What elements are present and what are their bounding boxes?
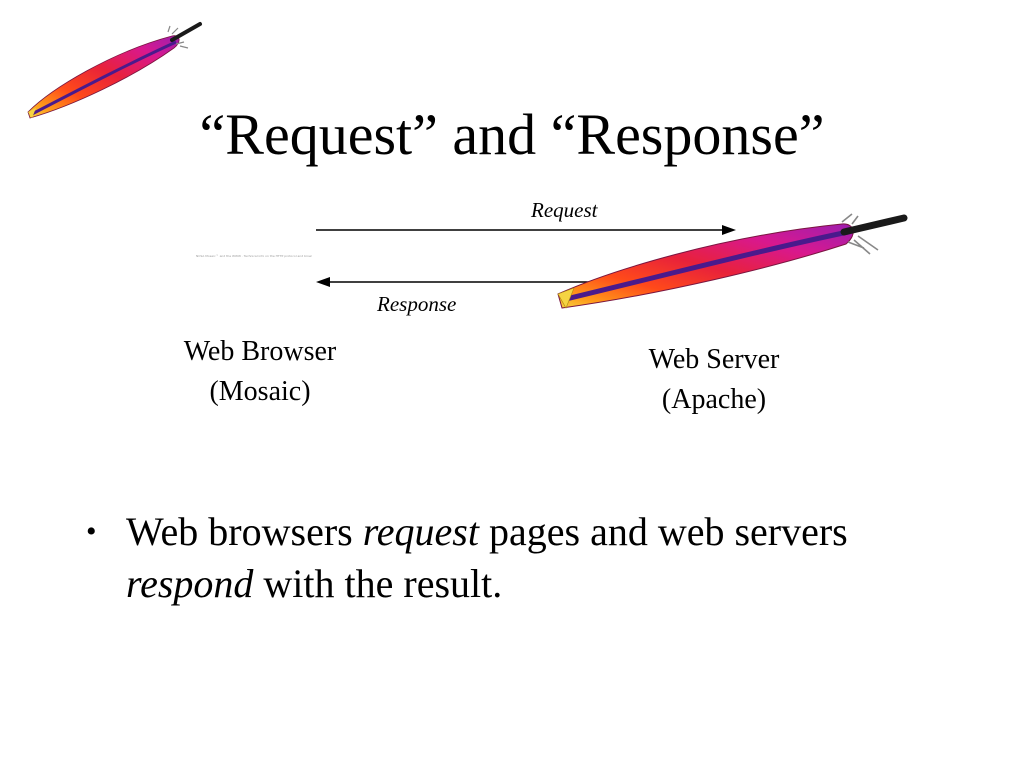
apache-server-feather-icon <box>557 213 908 309</box>
bullet-item: • Web browsers request pages and web ser… <box>84 506 944 610</box>
apache-feather-logo-icon <box>27 22 202 119</box>
bullet-text-part2: pages and web servers <box>479 509 848 554</box>
request-arrow <box>316 225 736 235</box>
bullet-list: • Web browsers request pages and web ser… <box>84 506 944 610</box>
request-label: Request <box>531 198 598 222</box>
web-server-label-line1: Web Server <box>648 344 780 375</box>
web-server-label-line2: (Apache) <box>661 384 767 415</box>
browser-screenshot-thumbnail: NCSA Mosaic™ and the WWW · Technical inf… <box>196 254 312 258</box>
bullet-text-part1: Web browsers <box>126 509 363 554</box>
response-label: Response <box>377 292 457 316</box>
bullet-text-part3: with the result. <box>253 561 503 606</box>
bullet-emphasis-respond: respond <box>126 561 254 606</box>
slide-title: “Request” and “Response” <box>199 102 825 167</box>
web-browser-label: Web Browser (Mosaic) <box>150 332 370 412</box>
response-arrow <box>316 277 600 287</box>
web-server-label: Web Server (Apache) <box>604 340 824 420</box>
web-browser-label-line2: (Mosaic) <box>209 376 311 407</box>
web-browser-label-line1: Web Browser <box>183 336 337 367</box>
bullet-emphasis-request: request <box>362 509 479 554</box>
bullet-mark: • <box>86 515 97 548</box>
